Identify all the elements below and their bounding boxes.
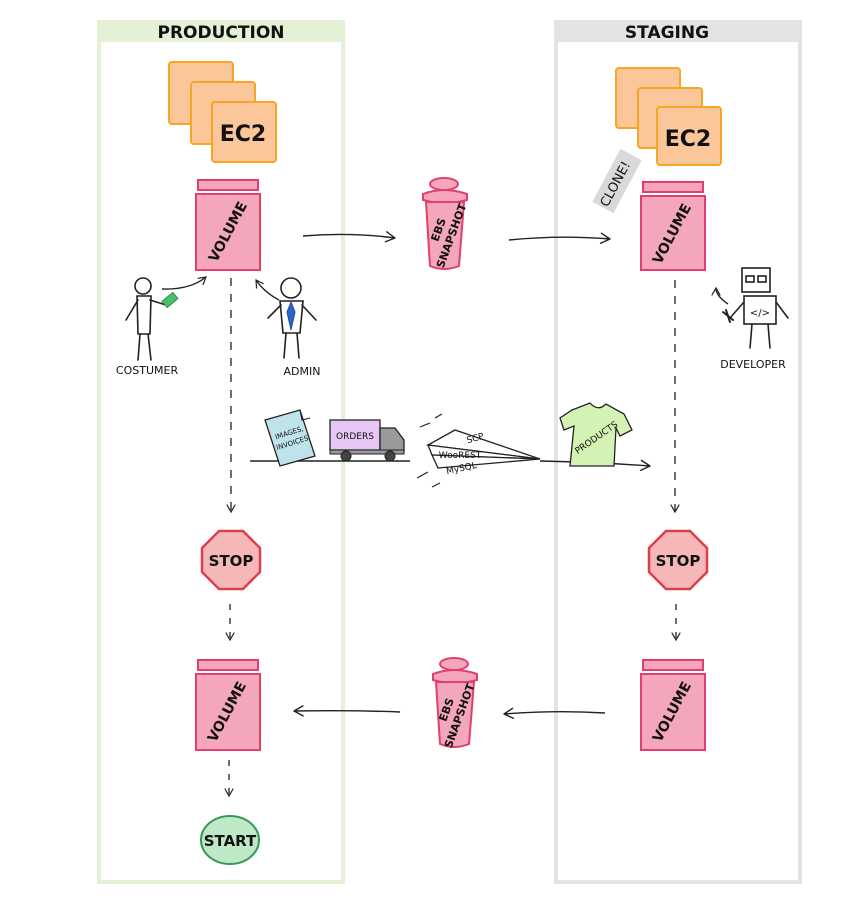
paper-plane-icon: SCP WooREST MySQL	[416, 413, 541, 488]
production-volume-top-icon: VOLUME	[195, 179, 261, 271]
clone-tag: CLONE!	[592, 148, 642, 214]
developer-label: DEVELOPER	[720, 358, 786, 371]
staging-volume-bottom-icon: VOLUME	[640, 659, 706, 751]
costumer-label: COSTUMER	[116, 364, 179, 377]
truck-icon: ORDERS	[329, 419, 405, 462]
woorest-label: WooREST	[439, 451, 482, 461]
arrow-costumer-to-volume	[161, 276, 207, 290]
costumer-person-icon	[125, 277, 179, 361]
orders-label: ORDERS	[336, 432, 374, 442]
arrow-volume-to-snapshot	[302, 231, 396, 243]
admin-label: ADMIN	[284, 365, 321, 378]
production-ec2-label: EC2	[220, 122, 266, 147]
developer-robot-icon	[722, 267, 789, 349]
start-label: START	[204, 832, 257, 850]
production-ec2-icon: EC2	[168, 61, 277, 163]
arrow-snapshot-to-production-volume	[293, 705, 401, 717]
start-badge-icon: START	[200, 815, 260, 865]
arrow-snapshot-to-staging-volume	[508, 232, 611, 244]
scp-label: SCP	[466, 432, 486, 447]
staging-ec2-icon: EC2	[615, 67, 722, 166]
staging-ec2-label: EC2	[665, 127, 711, 152]
production-stop-sign-icon: STOP	[200, 529, 262, 591]
staging-column: STAGING	[554, 20, 802, 884]
arrow-admin-to-volume	[255, 278, 280, 301]
staging-stop-label: STOP	[656, 552, 701, 570]
arrow-staging-volume-to-snapshot	[503, 707, 606, 719]
documents-icon: IMAGES, INVOICES	[264, 409, 316, 467]
products-tshirt-icon: PRODUCTS	[559, 402, 633, 467]
staging-stop-sign-icon: STOP	[647, 529, 709, 591]
ebs-snapshot-bottom-icon: EBS SNAPSHOT	[432, 657, 478, 750]
staging-volume-top-icon: VOLUME	[640, 181, 706, 271]
developer-code-glyph: </>	[750, 308, 770, 319]
production-stop-label: STOP	[209, 552, 254, 570]
production-title: PRODUCTION	[158, 23, 285, 43]
arrow-developer-to-volume	[711, 286, 729, 305]
admin-person-icon	[267, 277, 317, 359]
staging-title: STAGING	[625, 23, 709, 43]
ebs-snapshot-top-icon: EBS SNAPSHOT	[422, 177, 470, 270]
production-volume-bottom-icon: VOLUME	[195, 659, 261, 751]
